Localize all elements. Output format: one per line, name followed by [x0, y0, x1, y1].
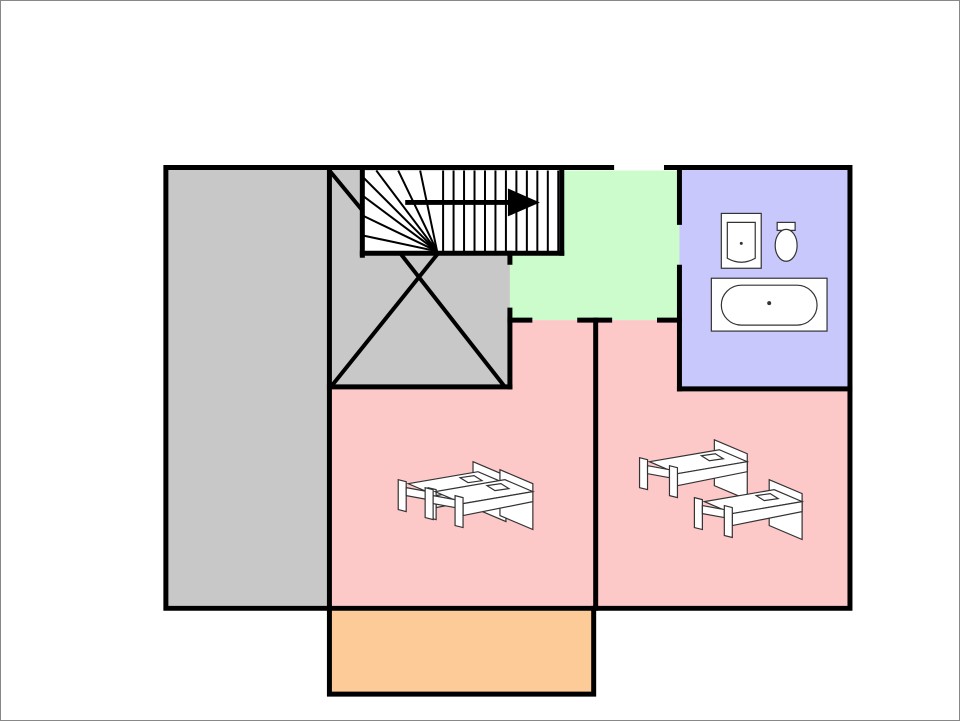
toilet-icon: [774, 221, 798, 262]
void-cross: [327, 169, 507, 389]
bed-icon: [424, 468, 535, 531]
bed-icon: [693, 478, 805, 541]
balcony: [329, 608, 594, 695]
arrow-right-icon: [405, 188, 540, 217]
bedroom-left: [329, 320, 596, 609]
staircase-icon: [359, 168, 565, 258]
walls: [163, 165, 853, 697]
bed-icon: [638, 438, 750, 501]
bathtub-icon: [710, 277, 828, 332]
left-attic: [165, 167, 330, 609]
sink-icon: [720, 212, 762, 269]
